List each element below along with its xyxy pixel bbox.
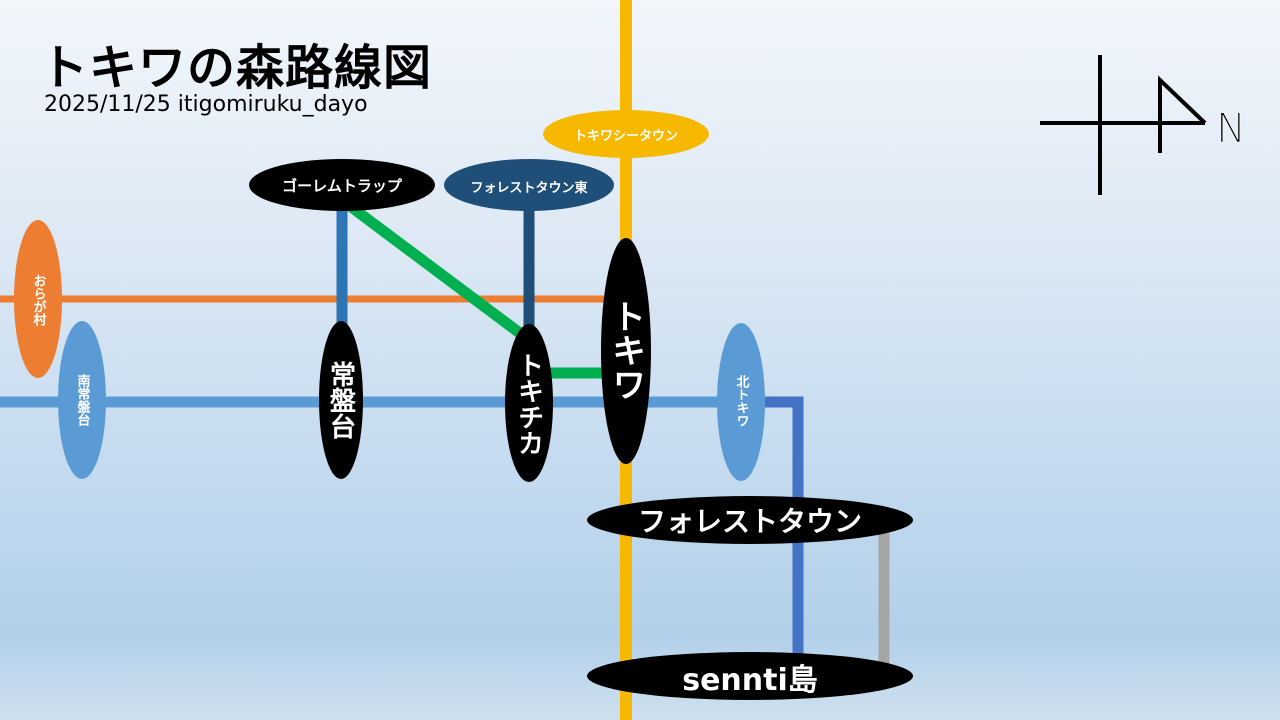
station-label-kita-tokiwa: 北トキワ	[733, 375, 749, 427]
station-tokichika-marker[interactable]	[505, 324, 553, 482]
station-tokiwa-marker[interactable]	[601, 238, 651, 464]
station-oraga-village-marker[interactable]	[14, 220, 62, 378]
station-label-oraga-village: おらが村	[30, 274, 46, 326]
station-tokiwadai-marker[interactable]	[319, 321, 363, 479]
station-label-tokiwa: トキワ	[605, 299, 646, 401]
station-label-tokiwa-town: トキワシータウン	[573, 128, 678, 144]
station-label-forest-town: フォレストタウン	[637, 505, 862, 538]
station-label-sennti-island: sennti島	[682, 663, 818, 698]
station-minami-tokiwadai-marker[interactable]	[58, 321, 106, 479]
station-label-tokichika: トキチカ	[513, 352, 544, 456]
station-sennti-island-marker[interactable]	[587, 652, 913, 700]
station-tokiwa-town-marker[interactable]	[543, 110, 709, 158]
map-title: トキワの森路線図	[40, 40, 433, 96]
station-forest-town-east-marker[interactable]	[444, 159, 614, 211]
station-golem-trap-marker[interactable]	[249, 159, 435, 211]
station-label-minami-tokiwadai: 南常盤台	[74, 374, 90, 426]
station-forest-town-marker[interactable]	[587, 496, 913, 544]
station-label-tokiwadai: 常盤台	[325, 361, 356, 439]
map-subtitle: 2025/11/25 itigomiruku_dayo	[44, 92, 368, 117]
station-label-golem-trap: ゴーレムトラップ	[282, 176, 402, 195]
station-label-forest-town-east: フォレストタウン東	[470, 180, 588, 196]
station-kita-tokiwa-marker[interactable]	[717, 323, 765, 481]
compass-label: N	[1216, 106, 1246, 152]
compass-icon	[1040, 55, 1207, 195]
green-line	[338, 195, 626, 379]
